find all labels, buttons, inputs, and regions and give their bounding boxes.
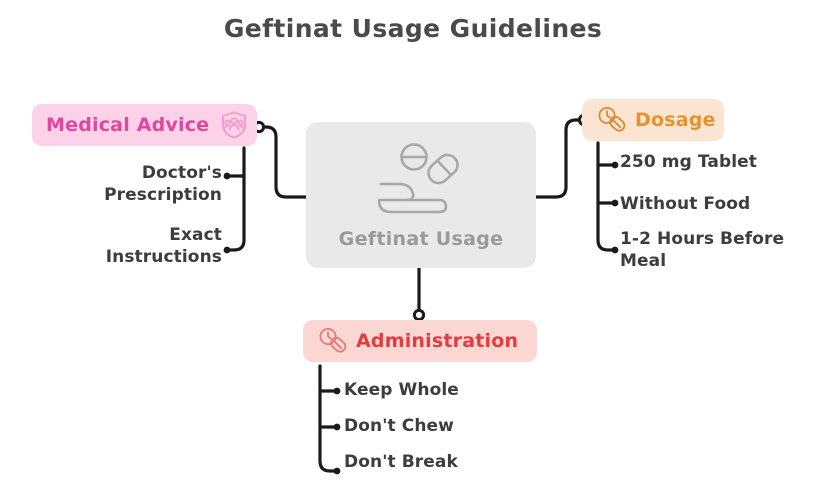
leaf-line-2: Prescription: [104, 184, 222, 205]
hand-holding-pills-icon: [369, 142, 473, 218]
leaf-item: 1-2 Hours Before Meal: [620, 229, 806, 273]
leaf-line-1: Doctor's: [141, 163, 222, 183]
dot-admin-0: [333, 387, 341, 395]
leaf-line-2: Instructions: [105, 246, 222, 267]
leaf-line-1: Don't Chew: [344, 416, 454, 436]
leaf-item: Don't Chew: [344, 416, 534, 438]
socket-admin: [412, 308, 426, 322]
leaf-line-1: Keep Whole: [344, 380, 459, 400]
branch-label-medical-advice: Medical Advice: [46, 113, 210, 136]
center-node[interactable]: Geftinat Usage: [306, 122, 536, 268]
dot-admin-2: [333, 467, 341, 475]
pill-clock-icon: [317, 326, 347, 356]
dot-medical-0: [223, 172, 231, 180]
leaf-item: 250 mg Tablet: [620, 152, 812, 174]
branch-label-administration: Administration: [356, 329, 519, 352]
shield-people-icon: [219, 110, 249, 140]
wire-dosage-spine: [596, 141, 616, 252]
leaf-line-1: Without Food: [620, 194, 751, 214]
leaf-line-1: Exact: [169, 225, 222, 245]
leaf-line-1: Don't Break: [344, 452, 458, 472]
pill-clock-icon: [596, 105, 626, 135]
leaf-item: Keep Whole: [344, 380, 534, 402]
branch-label-dosage: Dosage: [635, 108, 716, 131]
branch-node-medical-advice[interactable]: Medical Advice: [32, 104, 257, 146]
leaf-line-1: 1-2 Hours Before: [620, 229, 785, 249]
leaf-line-1: 250 mg Tablet: [620, 152, 758, 172]
leaf-line-2: Meal: [620, 250, 667, 271]
wire-medical-spine: [226, 146, 246, 252]
dot-dosage-0: [611, 161, 619, 169]
dot-dosage-2: [611, 246, 619, 254]
wire-center-to-dosage: [534, 118, 586, 199]
leaf-item: Exact Instructions: [40, 225, 222, 269]
center-node-label: Geftinat Usage: [338, 228, 504, 250]
wire-center-to-medical: [256, 125, 308, 199]
dot-medical-1: [223, 246, 231, 254]
leaf-item: Doctor's Prescription: [40, 163, 222, 207]
leaf-item: Don't Break: [344, 452, 534, 474]
page-title: Geftinat Usage Guidelines: [223, 14, 603, 43]
branch-node-administration[interactable]: Administration: [303, 320, 537, 362]
wire-admin-spine: [318, 364, 338, 473]
dot-admin-1: [333, 423, 341, 431]
dot-dosage-1: [611, 199, 619, 207]
leaf-item: Without Food: [620, 194, 812, 216]
branch-node-dosage[interactable]: Dosage: [582, 99, 724, 141]
